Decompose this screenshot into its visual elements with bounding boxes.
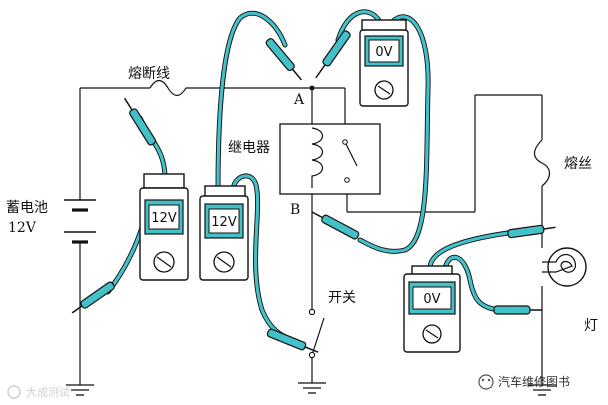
label-switch: 开关 bbox=[328, 290, 356, 306]
watermark-left: 大成测试 bbox=[7, 385, 70, 399]
multimeter-lamp: 0V bbox=[403, 265, 461, 353]
label-fuse-link: 熔断线 bbox=[128, 66, 170, 82]
wechat-icon bbox=[478, 374, 494, 390]
relay-coil-icon bbox=[311, 127, 324, 188]
label-lamp: 灯 bbox=[584, 318, 598, 334]
switch-icon bbox=[308, 308, 325, 359]
lamp-icon bbox=[542, 247, 587, 287]
wiring bbox=[79, 87, 543, 385]
probe-point-a-right bbox=[315, 30, 351, 79]
probe-switch bbox=[266, 328, 319, 353]
label-battery-voltage: 12V bbox=[8, 220, 37, 236]
battery-icon bbox=[64, 199, 96, 244]
ground-switch-icon bbox=[298, 382, 326, 394]
label-battery: 蓄电池 bbox=[6, 200, 48, 216]
watermark-right: 汽车维修图书 bbox=[478, 374, 570, 390]
fuse-right-icon bbox=[533, 139, 551, 187]
meter-top-reading: 0V bbox=[375, 45, 392, 60]
label-relay: 继电器 bbox=[228, 140, 270, 156]
multimeter-top: 0V bbox=[359, 19, 409, 107]
ground-battery-icon bbox=[66, 384, 94, 396]
fuse-link-icon bbox=[149, 79, 192, 97]
probe-point-b bbox=[311, 211, 360, 240]
probe-lamp-positive bbox=[507, 224, 556, 239]
probe-battery-positive bbox=[123, 97, 157, 146]
svg-text:大成测试: 大成测试 bbox=[26, 385, 70, 399]
svg-text:汽车维修图书: 汽车维修图书 bbox=[498, 374, 570, 389]
meter-battery-reading: 12V bbox=[151, 211, 177, 226]
probe-battery-negative bbox=[71, 281, 115, 314]
probe-point-a-left bbox=[265, 38, 302, 81]
probe-lamp-ground bbox=[493, 305, 542, 315]
relay-contact-arm bbox=[344, 141, 358, 167]
meter-relay-reading: 12V bbox=[211, 215, 237, 230]
label-point-b: B bbox=[290, 202, 300, 218]
label-fuse: 熔丝 bbox=[564, 156, 592, 172]
multimeter-battery: 12V bbox=[139, 173, 189, 281]
meter-lamp-reading: 0V bbox=[423, 292, 440, 307]
relay-icon bbox=[279, 123, 381, 195]
label-point-a: A bbox=[293, 92, 305, 108]
watermark-logo-icon bbox=[7, 385, 21, 399]
node-a-dot bbox=[309, 85, 315, 91]
multimeter-relay: 12V bbox=[199, 185, 249, 281]
ground-lamp-icon bbox=[528, 384, 556, 396]
